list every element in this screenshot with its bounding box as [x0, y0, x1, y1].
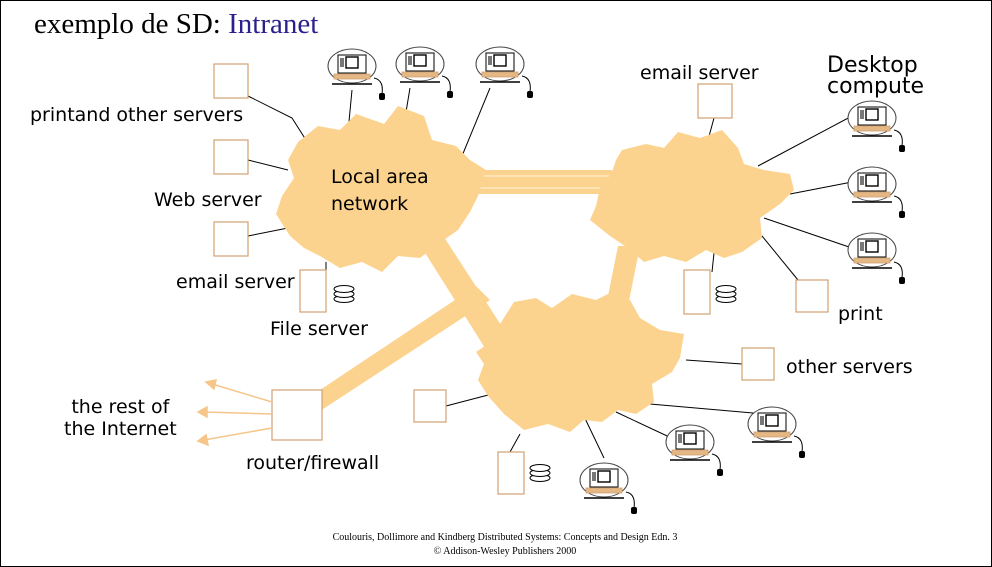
cable: [757, 115, 853, 167]
footer-copyright: © Addison-Wesley Publishers 2000: [433, 546, 577, 557]
file-server-right-box: [683, 269, 711, 315]
internet-arrows: [196, 379, 273, 447]
workstation-icon: [847, 100, 905, 152]
disk-stack-icon: [529, 464, 551, 482]
email-server-right-label: email server: [640, 62, 759, 84]
web-server-box: [213, 221, 249, 257]
lan-link: [606, 246, 640, 306]
workstation-icon: [665, 424, 723, 476]
print-server-box: [213, 63, 249, 99]
workstation-icon: [847, 232, 905, 284]
cable: [405, 87, 411, 113]
web-server-label: Web server: [154, 189, 262, 211]
server-boxes: [213, 63, 829, 495]
print-right-box: [795, 279, 829, 313]
router-firewall-box: [271, 389, 323, 441]
file-server-bottom-box: [497, 451, 525, 495]
lan-cloud-right: [590, 130, 794, 262]
server-box-bottom-left: [413, 389, 447, 423]
cable: [247, 159, 289, 171]
disk-stack-icon: [333, 285, 355, 303]
title-prefix: exemplo de SD:: [34, 8, 229, 40]
cable: [445, 393, 493, 407]
cable: [763, 217, 853, 249]
lan-link: [422, 234, 512, 356]
cable-group: [247, 87, 853, 459]
workstation-icon: [475, 46, 533, 98]
disk-stack-icon: [715, 285, 737, 303]
print-label: print: [838, 303, 883, 325]
workstation-group: [327, 46, 905, 514]
cable: [247, 227, 289, 237]
lan-cloud-bottom: [476, 292, 684, 432]
cable: [649, 403, 765, 415]
other-servers-label: other servers: [786, 356, 913, 378]
lan-label: Local area network: [331, 166, 429, 215]
cable: [461, 87, 491, 157]
email-server-left-label: email server: [176, 271, 295, 293]
workstation-icon: [327, 48, 385, 100]
cable: [685, 359, 743, 365]
workstation-icon: [395, 46, 453, 98]
workstation-icon: [747, 406, 805, 458]
print-other-servers-label: printand other servers: [30, 104, 244, 126]
cable: [789, 181, 853, 195]
workstation-icon: [847, 166, 905, 218]
desktop-compute-label: Desktop compute: [827, 53, 925, 99]
page-title: exemplo de SD: Intranet: [34, 8, 318, 41]
workstation-icon: [579, 462, 637, 514]
cable: [509, 433, 521, 453]
cable: [761, 235, 799, 281]
file-server-label: File server: [270, 318, 368, 340]
lan-link-highlight: [476, 175, 610, 189]
router-firewall-label: router/firewall: [246, 452, 380, 474]
lan-link: [472, 170, 612, 194]
other-server-box: [213, 139, 249, 175]
title-accent: Intranet: [228, 8, 319, 40]
other-servers-box: [741, 347, 775, 381]
email-server-right-box: [697, 83, 733, 119]
cable: [247, 95, 307, 141]
router-link: [284, 286, 490, 428]
footer-citation: Coulouris, Dollimore and Kindberg Distri…: [332, 532, 678, 543]
file-server-box: [299, 269, 327, 313]
lan-cloud-left: [276, 106, 486, 272]
rest-of-internet-label: the rest of the Internet: [64, 396, 177, 440]
